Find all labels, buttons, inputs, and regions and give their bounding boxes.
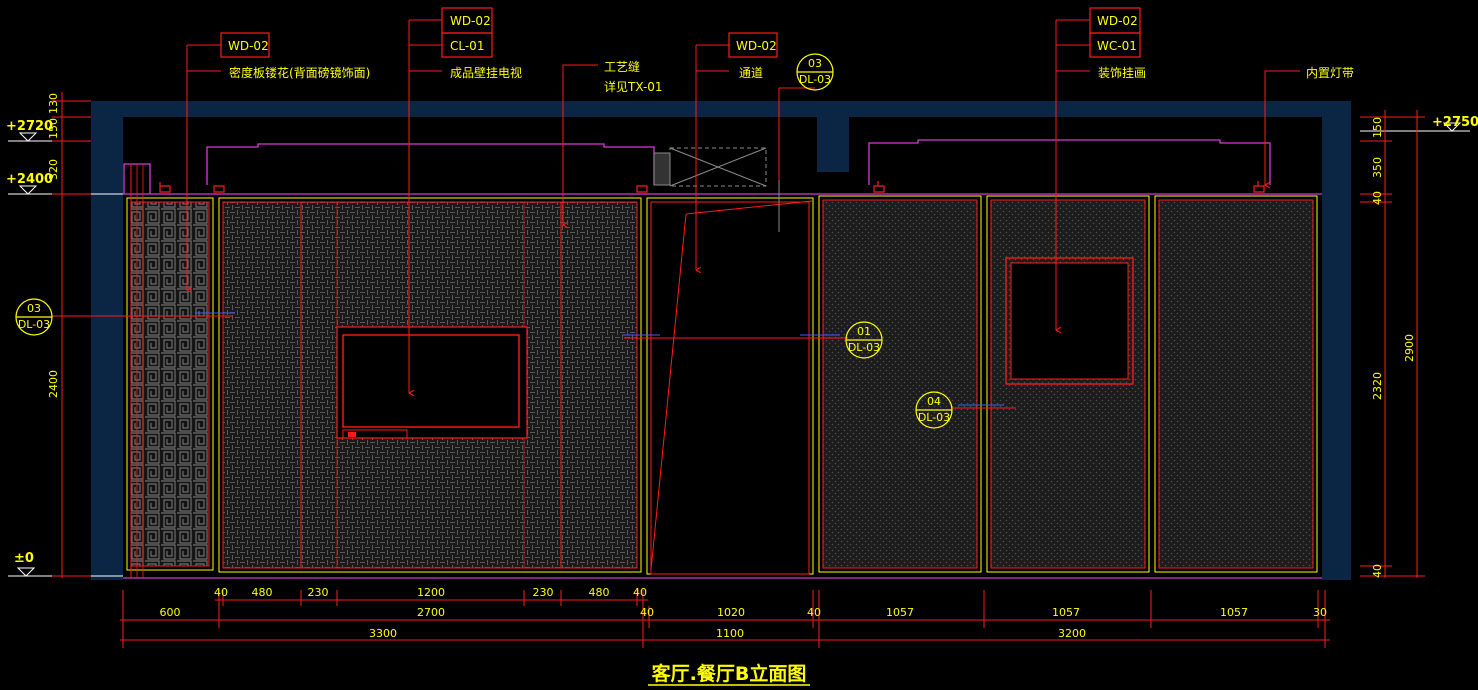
- dim-350: 350: [1371, 157, 1384, 178]
- seam-subnote: 详见TX-01: [604, 79, 663, 94]
- dim-150: 150: [1371, 117, 1384, 138]
- level-left-zero: ±0: [14, 551, 34, 566]
- light-strip-note: 内置灯带: [1306, 66, 1354, 80]
- dim-40: 40: [633, 586, 647, 599]
- left-material-code: WD-02: [228, 39, 269, 53]
- passage-note: 通道: [739, 66, 763, 80]
- dim-480: 480: [252, 586, 273, 599]
- dims-left: [52, 92, 91, 578]
- dim-150: 150: [47, 118, 60, 139]
- section-cut-lines: [52, 312, 1016, 409]
- led-strip-brackets: [159, 181, 1265, 193]
- section-ref: DL-03: [18, 318, 50, 331]
- level-text: +2720 +2400 ±0 +2750: [6, 115, 1478, 566]
- passage-opening: [646, 180, 814, 575]
- callout-leaders: [187, 19, 1300, 393]
- dim-230: 230: [533, 586, 554, 599]
- dim-40: 40: [1371, 564, 1384, 578]
- fret-screen-panel: [126, 164, 214, 578]
- drawing-title-text: 客厅.餐厅B立面图: [652, 662, 807, 685]
- section-num: 01: [857, 325, 871, 338]
- dim-2700: 2700: [417, 606, 445, 619]
- section-num: 04: [927, 395, 941, 408]
- passage-material-code: WD-02: [736, 39, 777, 53]
- level-right-top: +2750: [1432, 115, 1478, 130]
- drawing-title: 客厅.餐厅B立面图: [648, 662, 810, 686]
- dim-30: 30: [1313, 606, 1327, 619]
- wall-mounted-tv: [336, 326, 528, 439]
- section-ref: DL-03: [918, 411, 950, 424]
- tv-cl-code: CL-01: [450, 39, 484, 53]
- dim-3200: 3200: [1058, 627, 1086, 640]
- section-num: 03: [808, 57, 822, 70]
- seam-note: 工艺缝: [604, 59, 640, 74]
- section-ref: DL-03: [799, 73, 831, 86]
- section-num: 03: [27, 302, 41, 315]
- callout-text: WD-02 密度板镂花(背面磅镜饰面) WD-02 CL-01 成品壁挂电视 工…: [228, 14, 1354, 94]
- dim-1100: 1100: [716, 627, 744, 640]
- dims-right-text: 150 350 40 2320 40 2900: [1371, 117, 1416, 578]
- painting-note: 装饰挂画: [1098, 66, 1146, 80]
- callout-tags: [220, 7, 1141, 58]
- dim-2400: 2400: [47, 370, 60, 398]
- dim-1057: 1057: [886, 606, 914, 619]
- section-symbol-text: 03 DL-03 03 DL-03 01 DL-03 04 DL-03: [18, 57, 950, 424]
- level-left-mid: +2400: [6, 172, 53, 187]
- dim-40: 40: [214, 586, 228, 599]
- dim-1020: 1020: [717, 606, 745, 619]
- tv-material-code: WD-02: [450, 14, 491, 28]
- dim-130: 130: [47, 93, 60, 114]
- dim-320: 320: [47, 159, 60, 180]
- dim-600: 600: [160, 606, 181, 619]
- ac-outlet: [653, 147, 767, 187]
- left-material-note: 密度板镂花(背面磅镜饰面): [229, 65, 370, 80]
- dim-1057: 1057: [1052, 606, 1080, 619]
- dim-3300: 3300: [369, 627, 397, 640]
- dim-480: 480: [589, 586, 610, 599]
- dims-bottom-text: 40 480 230 1200 230 480 40 600 2700 40 1…: [160, 586, 1328, 640]
- dims-left-text: 130 150 320 2400: [47, 93, 60, 398]
- dim-1057: 1057: [1220, 606, 1248, 619]
- ceiling-light-trough: [123, 139, 1322, 579]
- dim-40: 40: [807, 606, 821, 619]
- dims-right: [1360, 110, 1425, 578]
- dim-40: 40: [1371, 191, 1384, 205]
- painting-wc-code: WC-01: [1097, 39, 1137, 53]
- dim-40: 40: [640, 606, 654, 619]
- dim-1200: 1200: [417, 586, 445, 599]
- dining-wall-panels: [818, 195, 1318, 573]
- section-symbols: [15, 53, 953, 429]
- dim-2900: 2900: [1403, 334, 1416, 362]
- dims-bottom: [120, 590, 1330, 648]
- decorative-painting: [1005, 257, 1134, 385]
- level-left-top: +2720: [6, 119, 53, 134]
- dim-230: 230: [308, 586, 329, 599]
- painting-material-code: WD-02: [1097, 14, 1138, 28]
- tv-note: 成品壁挂电视: [450, 65, 522, 80]
- dim-2320: 2320: [1371, 372, 1384, 400]
- section-ref: DL-03: [848, 341, 880, 354]
